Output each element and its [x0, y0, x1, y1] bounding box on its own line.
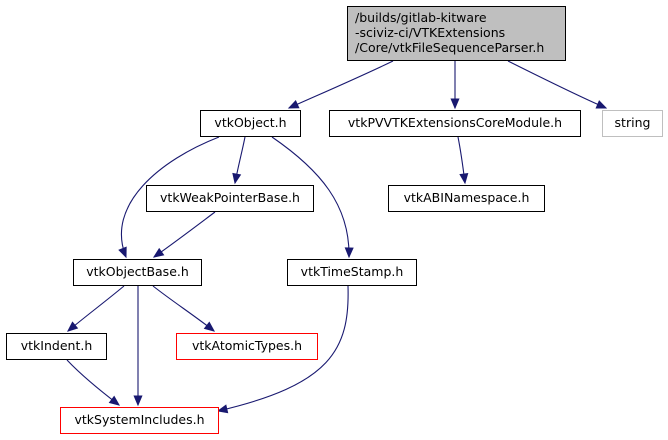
node-box[interactable]	[60, 407, 219, 434]
node-box[interactable]	[329, 110, 581, 137]
edge-line	[217, 285, 349, 412]
edge-vtkObject-to-vtkTimeStamp	[271, 136, 354, 259]
node-vtkObject[interactable]: vtkObject.h	[200, 110, 301, 137]
arrowhead	[108, 395, 121, 406]
node-box[interactable]	[6, 333, 107, 360]
nodes-layer: /builds/gitlab-kitware-sciviz-ci/VTKExte…	[6, 6, 663, 434]
edge-vtkObjectBase-to-vtkSystemIncludes	[133, 286, 143, 407]
node-box[interactable]	[176, 333, 318, 360]
node-label: vtkSystemIncludes.h	[74, 412, 204, 427]
edge-line	[66, 359, 120, 406]
node-label: vtkABINamespace.h	[404, 190, 530, 205]
node-box[interactable]	[287, 259, 417, 286]
node-label: /Core/vtkFileSequenceParser.h	[355, 40, 544, 55]
node-box[interactable]	[73, 259, 202, 286]
node-box[interactable]	[602, 110, 663, 137]
node-label: vtkAtomicTypes.h	[192, 338, 302, 353]
arrowhead	[152, 247, 165, 258]
node-label: string	[615, 115, 651, 130]
edges-layer	[66, 60, 608, 414]
edge-vtkTimeStamp-to-vtkSystemIncludes	[216, 285, 349, 414]
node-root: /builds/gitlab-kitware-sciviz-ci/VTKExte…	[347, 6, 566, 61]
arrowhead	[232, 172, 242, 185]
node-vtkABINamespace[interactable]: vtkABINamespace.h	[388, 185, 545, 212]
arrowhead	[459, 173, 469, 185]
edge-line	[288, 60, 394, 109]
node-label: vtkObjectBase.h	[86, 264, 189, 279]
arrowhead	[118, 246, 127, 259]
node-box[interactable]	[388, 185, 545, 212]
node-string[interactable]: string	[602, 110, 663, 137]
arrowhead	[287, 99, 300, 109]
arrowhead	[67, 321, 79, 332]
edge-vtkObject-to-vtkWeakPointerBase	[232, 136, 246, 185]
node-vtkTimeStamp[interactable]: vtkTimeStamp.h	[287, 259, 417, 286]
edge-root-to-string	[507, 60, 608, 109]
node-label: vtkWeakPointerBase.h	[160, 190, 300, 205]
node-vtkAtomicTypes[interactable]: vtkAtomicTypes.h	[176, 333, 318, 360]
edge-line	[67, 285, 125, 332]
node-vtkIndent[interactable]: vtkIndent.h	[6, 333, 107, 360]
node-label: /builds/gitlab-kitware	[355, 10, 487, 25]
edge-vtkObject-to-vtkObjectBase	[118, 136, 220, 259]
arrowhead	[450, 98, 460, 110]
edge-vtkWeakPointerBase-to-vtkObjectBase	[152, 211, 216, 258]
edge-line	[120, 136, 220, 258]
arrowhead	[344, 247, 354, 259]
arrowhead	[216, 404, 229, 414]
arrowhead	[133, 395, 143, 407]
edge-root-to-vtkPVVTKExtensionsCoreModule	[450, 61, 460, 110]
edge-line	[153, 211, 216, 258]
node-label: vtkTimeStamp.h	[301, 264, 404, 279]
node-box	[347, 6, 566, 61]
edge-vtkPVVTKExtensionsCoreModule-to-vtkABINamespace	[457, 136, 469, 185]
edge-line	[507, 60, 607, 109]
node-vtkSystemIncludes[interactable]: vtkSystemIncludes.h	[60, 407, 219, 434]
node-box[interactable]	[146, 185, 314, 212]
arrowhead	[203, 321, 216, 332]
node-label: vtkPVVTKExtensionsCoreModule.h	[348, 115, 562, 130]
node-box[interactable]	[200, 110, 301, 137]
edge-line	[271, 136, 350, 258]
arrowhead	[595, 100, 608, 109]
node-label: vtkObject.h	[214, 115, 286, 130]
edge-line	[152, 285, 215, 332]
edge-root-to-vtkObject	[287, 60, 394, 109]
node-label: -sciviz-ci/VTKExtensions	[355, 25, 505, 40]
edge-vtkObjectBase-to-vtkIndent	[67, 285, 125, 332]
edge-vtkObjectBase-to-vtkAtomicTypes	[152, 285, 216, 332]
node-vtkObjectBase[interactable]: vtkObjectBase.h	[73, 259, 202, 286]
edge-vtkIndent-to-vtkSystemIncludes	[66, 359, 121, 406]
node-vtkWeakPointerBase[interactable]: vtkWeakPointerBase.h	[146, 185, 314, 212]
node-vtkPVVTKExtensionsCoreModule[interactable]: vtkPVVTKExtensionsCoreModule.h	[329, 110, 581, 137]
node-label: vtkIndent.h	[21, 338, 93, 353]
